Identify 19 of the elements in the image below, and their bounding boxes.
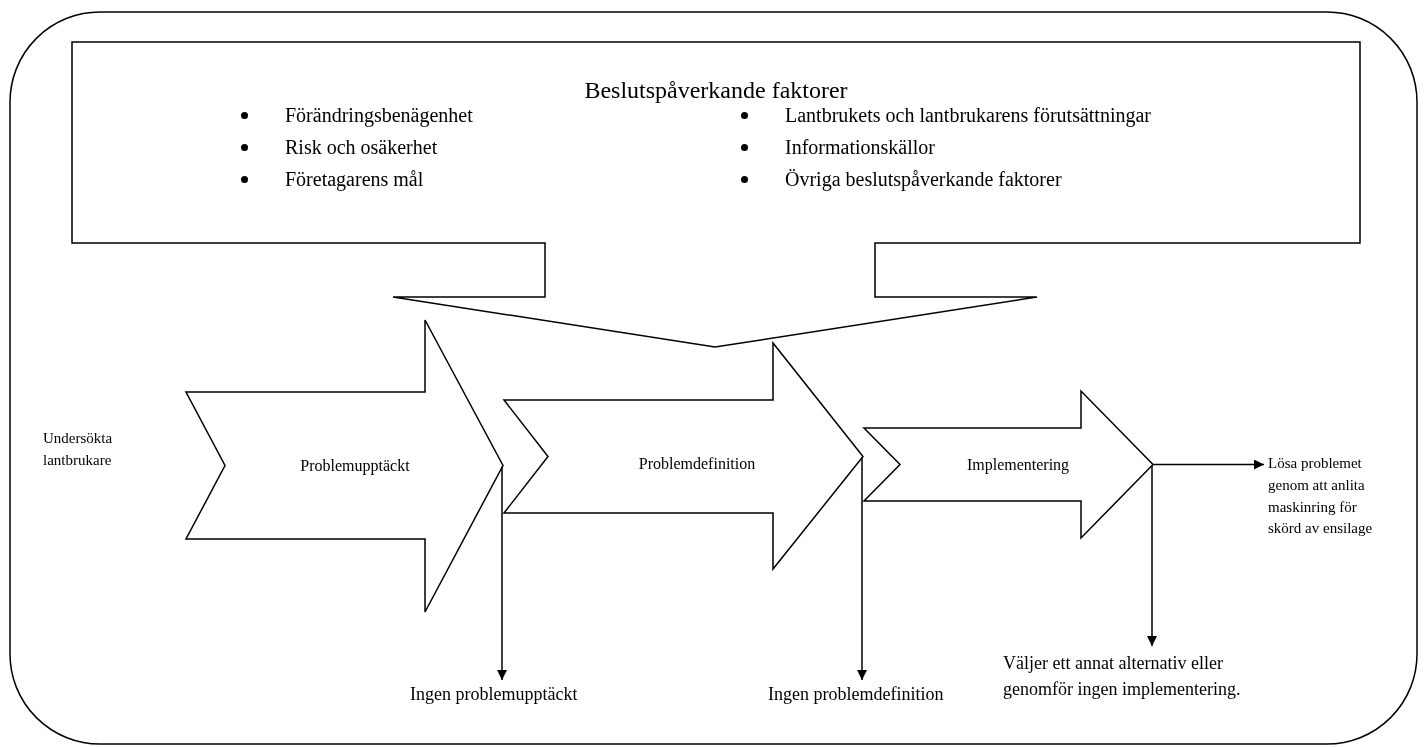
arrow (497, 465, 507, 681)
arrow (1147, 464, 1157, 647)
bullet-item: Företagarens mål (285, 167, 424, 191)
heading: Beslutspåverkande faktorer (583, 76, 849, 105)
bullet-item: Lantbrukets och lantbrukarens förutsättningar (785, 103, 1151, 127)
bullet-item: Risk och osäkerhet (285, 135, 438, 159)
bullet-item: Informationskällor (785, 135, 935, 159)
arrow (857, 456, 867, 681)
outcome-text: Ingen problemdefinition (768, 684, 944, 706)
stage-label: Problemupptäckt (299, 456, 411, 476)
bullet-item: Övriga beslutspåverkande faktorer (785, 167, 1062, 191)
outcome-text: Väljer ett annat alternativ eller genomför ingen implementering. (1003, 652, 1242, 702)
stage-label: Problemdefinition (637, 454, 757, 474)
stage-label: Implementering (965, 455, 1071, 475)
outcome-text: Lösa problemet genom att anlita maskinring för skörd av ensilage (1268, 454, 1374, 539)
arrow (1151, 459, 1265, 470)
side-label: Undersökta lantbrukare (43, 429, 114, 470)
bullet-item: Förändringsbenägenhet (285, 103, 473, 127)
outcome-text: Ingen problemupptäckt (410, 684, 578, 706)
